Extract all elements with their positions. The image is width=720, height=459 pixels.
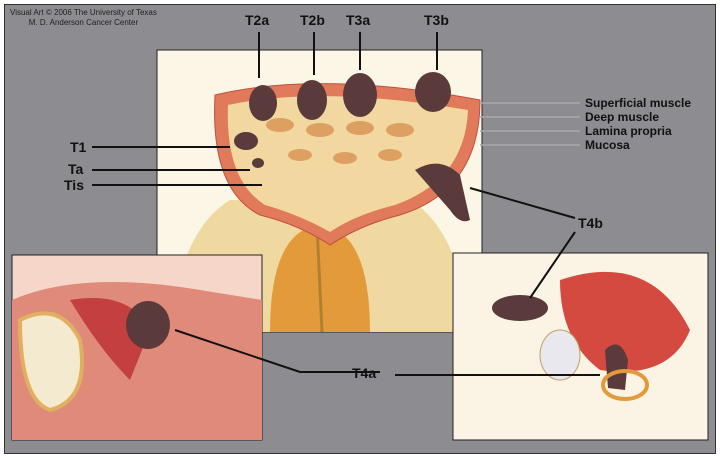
right-inset-panel <box>452 252 709 441</box>
label-T2b: T2b <box>300 12 325 28</box>
label-T3a: T3a <box>346 12 371 28</box>
label-T2a: T2a <box>245 12 270 28</box>
label-T4b: T4b <box>578 215 603 231</box>
pointer-lines <box>92 32 600 376</box>
layer-deep-muscle: Deep muscle <box>585 110 660 124</box>
layer-lamina-propria: Lamina propria <box>585 124 672 138</box>
label-T4a: T4a <box>352 365 377 381</box>
layer-superficial-muscle: Superficial muscle <box>585 96 692 110</box>
layer-mucosa: Mucosa <box>585 138 630 152</box>
tumors <box>234 72 470 222</box>
credit-line-2: M. D. Anderson Cancer Center <box>28 18 139 27</box>
label-Ta: Ta <box>68 161 84 177</box>
central-panel <box>156 49 483 333</box>
label-Tis: Tis <box>64 177 84 193</box>
label-T1: T1 <box>70 139 87 155</box>
label-T3b: T3b <box>424 12 449 28</box>
copyright-credit: Visual Art © 2006 The University of Texa… <box>10 8 157 28</box>
left-inset-panel <box>11 254 263 441</box>
credit-line-1: Visual Art © 2006 The University of Texa… <box>10 8 157 17</box>
